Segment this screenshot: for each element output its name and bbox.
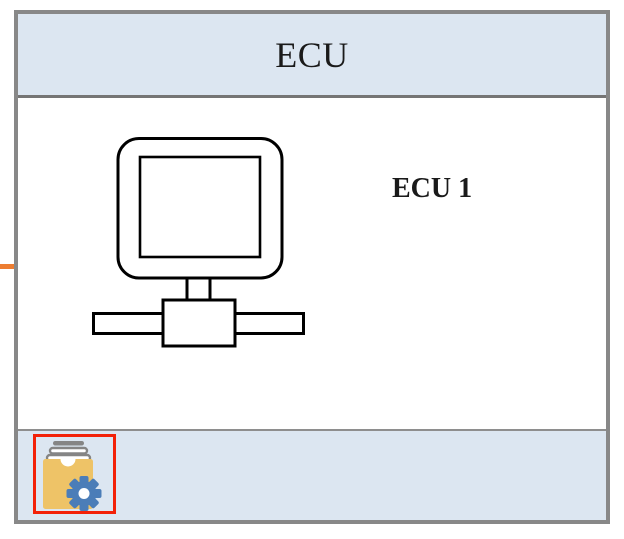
compartment-footer [18, 431, 606, 520]
network-hub-box [161, 298, 237, 348]
ecu-compartment[interactable]: ECU ECU 1 [14, 10, 610, 524]
orange-connector-line [0, 264, 17, 269]
monitor-stand-neck [185, 274, 212, 304]
stack-line-top [53, 441, 84, 446]
gear-icon [66, 476, 102, 511]
compartment-title-bar: ECU [18, 14, 606, 98]
stack-line-middle [48, 446, 89, 455]
compartment-body: ECU 1 [18, 98, 606, 431]
archive-settings-button[interactable] [33, 434, 116, 514]
network-computer-icon[interactable] [92, 137, 305, 348]
compartment-title: ECU [275, 34, 349, 75]
monitor-screen [138, 155, 262, 259]
network-wing-right [232, 312, 305, 335]
network-wing-left [92, 312, 165, 335]
archive-settings-icon [43, 441, 102, 511]
archive-box-notch [60, 459, 76, 467]
ecu-node-label: ECU 1 [392, 173, 473, 204]
